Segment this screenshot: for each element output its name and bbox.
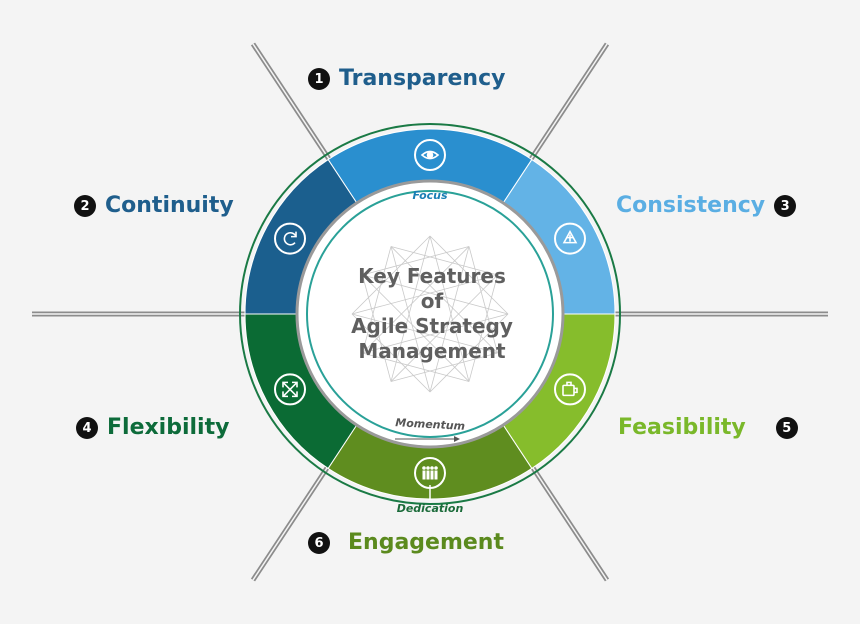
expand-icon xyxy=(274,373,307,406)
network-line xyxy=(362,246,392,354)
outer-ring xyxy=(239,123,621,505)
feature-label-transparency: Transparency xyxy=(339,66,506,91)
network-line xyxy=(390,246,498,276)
network-line xyxy=(362,246,470,354)
feature-continuity: 2 Continuity xyxy=(74,195,234,217)
refresh-icon xyxy=(274,222,307,255)
network-line xyxy=(390,352,498,382)
ring-label-dedication: Dedication xyxy=(397,502,464,515)
feature-label-feasibility: Feasibility xyxy=(618,415,746,440)
team-icon xyxy=(414,457,446,489)
network-line xyxy=(351,313,498,354)
network-line xyxy=(390,246,431,393)
feature-label-consistency: Consistency xyxy=(616,193,766,218)
network-line xyxy=(390,274,498,382)
network-line xyxy=(362,313,509,354)
center-title-line-3: Agile Strategy xyxy=(351,314,513,338)
network-line xyxy=(390,246,498,354)
feature-label-engagement: Engagement xyxy=(348,530,504,555)
center-title-line-4: Management xyxy=(358,339,506,363)
feature-engagement: 6 Engagement xyxy=(308,532,504,554)
network-line xyxy=(351,313,431,393)
network-line xyxy=(429,313,509,393)
ring-label-momentum: Momentum xyxy=(395,416,465,433)
network-line xyxy=(468,246,498,354)
arrows-cycle-icon xyxy=(553,222,586,255)
feature-number-2: 2 xyxy=(74,195,96,217)
network-line xyxy=(429,235,509,315)
network-line xyxy=(362,246,470,276)
network-line xyxy=(468,274,498,382)
feature-number-6: 6 xyxy=(308,532,330,554)
network-line xyxy=(390,235,431,382)
feature-consistency: Consistency 3 xyxy=(616,193,797,218)
center-title: Key Features of Agile Strategy Managemen… xyxy=(351,264,513,363)
feature-transparency: 1 Transparency xyxy=(308,68,505,90)
feature-number-3: 3 xyxy=(774,195,797,217)
center-title-line-1: Key Features xyxy=(358,264,506,288)
feature-flexibility: 4 Flexibility xyxy=(76,417,229,439)
network-line xyxy=(351,274,498,315)
network-pattern xyxy=(351,235,509,393)
network-line xyxy=(362,274,392,382)
network-line xyxy=(362,352,470,382)
inner-teal-ring xyxy=(306,190,554,438)
eye-icon xyxy=(414,139,446,171)
feature-number-1: 1 xyxy=(308,68,330,90)
network-line xyxy=(429,235,470,382)
feature-label-flexibility: Flexibility xyxy=(107,415,230,440)
network-line xyxy=(362,274,470,382)
feature-label-continuity: Continuity xyxy=(105,193,234,218)
center-title-line-2: of xyxy=(421,289,444,313)
segments xyxy=(244,128,616,500)
network-line xyxy=(351,235,431,315)
network-line xyxy=(362,274,509,315)
feature-number-4: 4 xyxy=(76,417,98,439)
inner-disc xyxy=(295,179,565,449)
momentum-arrowhead xyxy=(454,436,460,442)
ring-label-focus: Focus xyxy=(412,189,448,202)
feature-feasibility: Feasibility 5 xyxy=(618,417,798,439)
segment-icons xyxy=(274,139,586,489)
network-line xyxy=(429,246,470,393)
puzzle-icon xyxy=(553,373,586,406)
feature-number-5: 5 xyxy=(775,417,798,439)
